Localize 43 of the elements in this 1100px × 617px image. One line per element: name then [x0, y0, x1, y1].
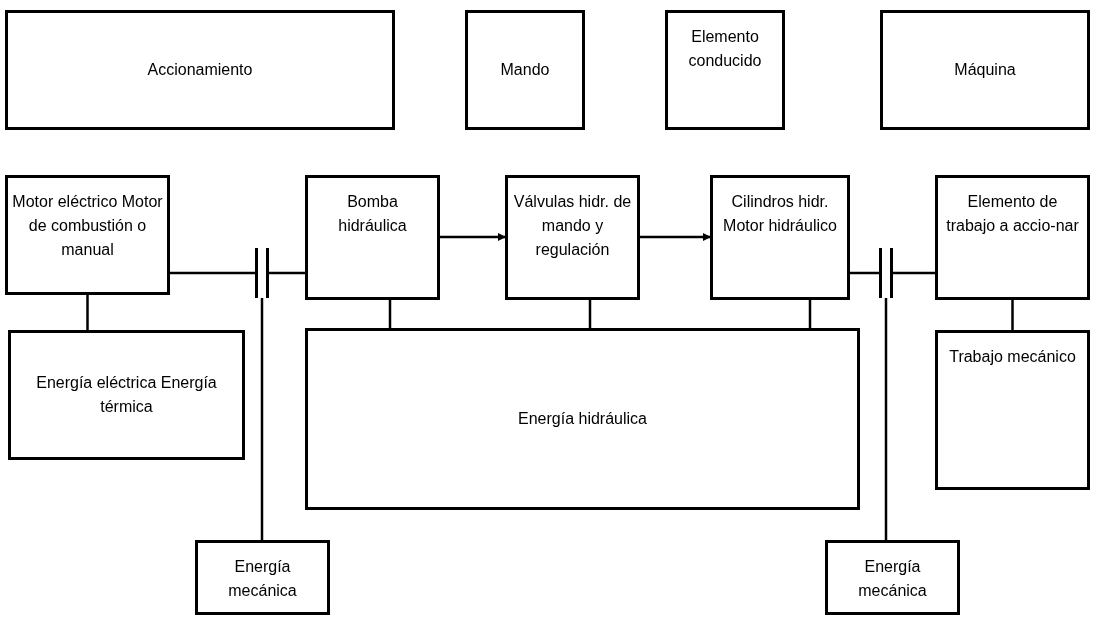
block-box: [505, 175, 640, 300]
box-label: Energía mecánica: [227, 557, 298, 601]
block-box: [935, 330, 1090, 490]
box-label: Elemento de trabajo a accio-nar: [945, 192, 1080, 236]
connector-line: [640, 233, 711, 241]
block-box: [825, 540, 960, 615]
box-label: Cilindros hidr. Motor hidráulico: [722, 192, 838, 236]
block-box: [5, 175, 170, 295]
block-box: [305, 175, 440, 300]
connector-line: [440, 233, 506, 241]
connector-line: [1011, 300, 1014, 330]
block-box: [935, 175, 1090, 300]
connector-line: [884, 298, 888, 540]
connector-line: [269, 271, 305, 275]
connector-line: [170, 271, 255, 275]
connector-line: [850, 271, 879, 275]
box-label: Motor eléctrico Motor de combustión o manual: [12, 192, 163, 260]
box-label: Energía hidráulica: [518, 409, 647, 429]
box-label: Bomba hidráulica: [337, 192, 408, 236]
box-label: Energía mecánica: [857, 557, 928, 601]
block-box: [880, 10, 1090, 130]
box-label: Mando: [500, 60, 550, 80]
block-box: [665, 10, 785, 130]
connector-line: [588, 300, 592, 328]
block-box: [465, 10, 585, 130]
block-box: [710, 175, 850, 300]
connector-line: [260, 298, 264, 540]
block-box: [8, 330, 245, 460]
coupling-symbol: [879, 248, 893, 298]
connector-line: [808, 300, 812, 328]
connector-line: [388, 300, 392, 328]
coupling-symbol: [255, 248, 269, 298]
box-label: Válvulas hidr. de mando y regulación: [512, 192, 633, 260]
box-label: Trabajo mecánico: [949, 347, 1076, 367]
box-label: Accionamiento: [147, 60, 253, 80]
box-label: Elemento conducido: [687, 27, 763, 71]
block-box: [195, 540, 330, 615]
box-label: Máquina: [954, 60, 1016, 80]
box-label: Energía eléctrica Energía térmica: [35, 373, 218, 417]
connector-line: [86, 295, 89, 330]
block-box: [305, 328, 860, 510]
connector-line: [893, 271, 935, 275]
block-box: [5, 10, 395, 130]
